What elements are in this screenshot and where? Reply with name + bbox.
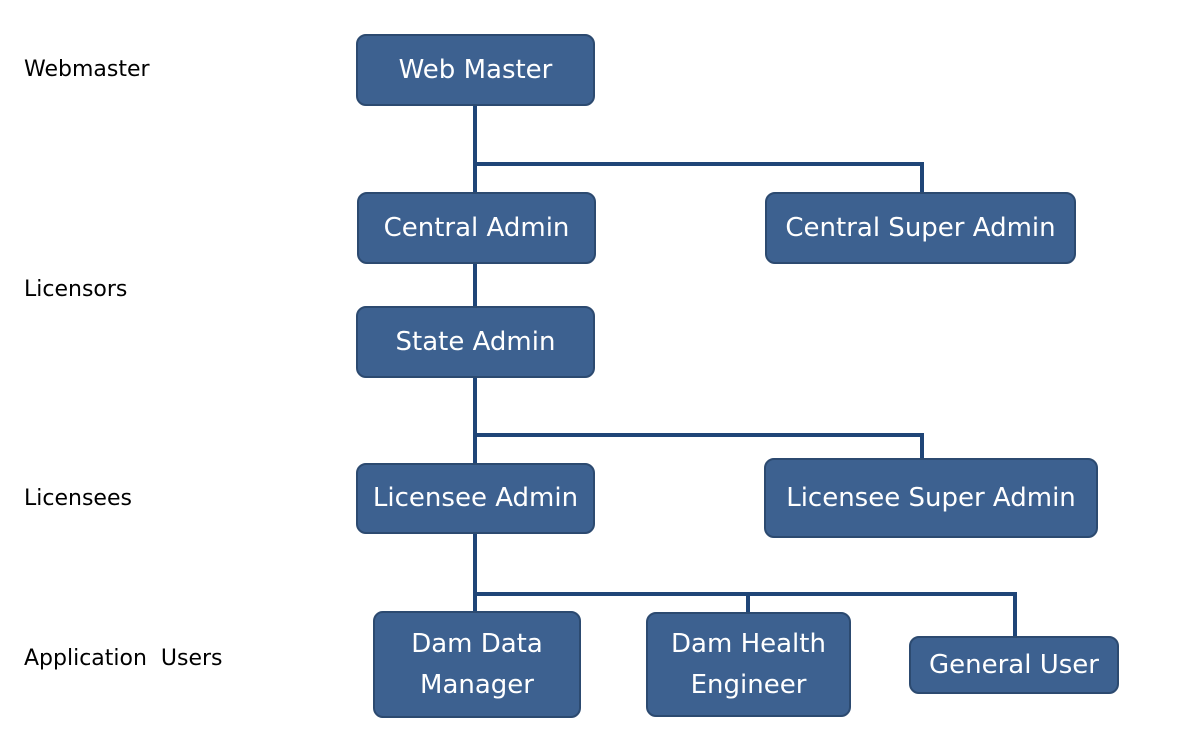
node-state-admin: State Admin xyxy=(356,306,595,378)
node-web-master: Web Master xyxy=(356,34,595,106)
connector-licensee-super xyxy=(473,433,924,460)
node-licensee-admin: Licensee Admin xyxy=(356,463,595,534)
tier-label-licensors: Licensors xyxy=(24,277,128,302)
connector-central-super xyxy=(473,162,924,194)
node-general-user: General User xyxy=(909,636,1119,694)
node-web-master-label: Web Master xyxy=(398,54,553,85)
tier-label-licensees: Licensees xyxy=(24,486,132,511)
node-licensee-admin-label: Licensee Admin xyxy=(372,483,579,514)
node-general-user-label: General User xyxy=(929,649,1099,680)
node-dam-data-manager-label: Dam Data Manager xyxy=(411,629,543,700)
node-licensee-super-admin-label: Licensee Super Admin xyxy=(786,482,1076,513)
node-licensee-super-admin: Licensee Super Admin xyxy=(764,458,1098,538)
tier-label-application-users: Application Users xyxy=(24,646,223,671)
node-dam-health-engineer-label: Dam Health Engineer xyxy=(671,629,826,700)
node-central-super-admin: Central Super Admin xyxy=(765,192,1076,264)
node-state-admin-label: State Admin xyxy=(395,326,556,357)
node-dam-health-engineer: Dam Health Engineer xyxy=(646,612,851,717)
node-central-super-admin-label: Central Super Admin xyxy=(785,212,1056,243)
node-dam-data-manager: Dam Data Manager xyxy=(373,611,581,718)
connector-users-bar xyxy=(473,592,1017,638)
tier-label-webmaster: Webmaster xyxy=(24,57,150,82)
node-central-admin: Central Admin xyxy=(357,192,596,264)
node-central-admin-label: Central Admin xyxy=(383,212,570,243)
